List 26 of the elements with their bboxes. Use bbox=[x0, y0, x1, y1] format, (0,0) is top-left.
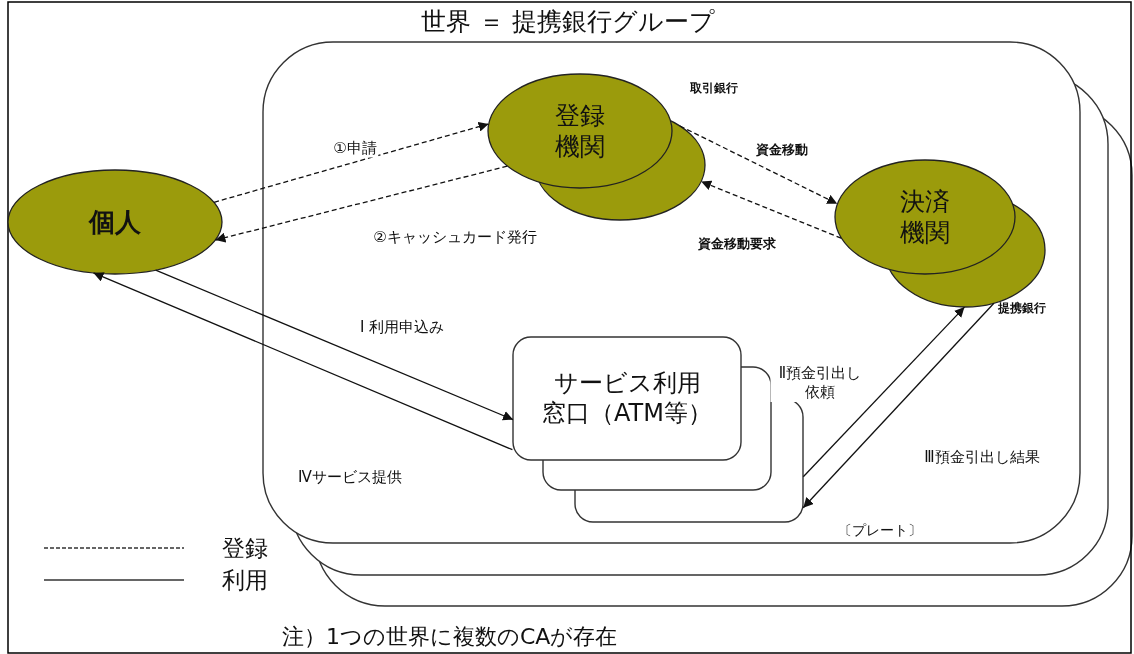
edge-label: 資金移動 bbox=[754, 141, 810, 159]
ellipse-node bbox=[7, 169, 223, 275]
edge-label: ①申請 bbox=[331, 138, 379, 158]
plate-label: 〔プレート〕 bbox=[838, 522, 922, 540]
edge-label: ②キャッシュカード発行 bbox=[371, 227, 539, 247]
dashed-arrow bbox=[700, 180, 842, 239]
node-label: サービス利用窓口（ATM等） bbox=[542, 368, 712, 428]
caption: 注）1つの世界に複数のCAが存在 bbox=[282, 623, 618, 651]
side-note: 取引銀行 bbox=[690, 80, 738, 97]
arrow bbox=[92, 272, 514, 451]
edge-label: 資金移動要求 bbox=[696, 235, 778, 253]
legend-label: 登録 bbox=[222, 534, 268, 563]
arrow bbox=[155, 269, 514, 421]
node-label: 決済機関 bbox=[899, 185, 951, 249]
node-label: 個人 bbox=[87, 205, 142, 239]
legend-label: 利用 bbox=[222, 566, 268, 595]
edge-label: Ⅳサービス提供 bbox=[296, 467, 404, 487]
dashed-arrow bbox=[679, 125, 838, 205]
dashed-arrow bbox=[213, 121, 490, 203]
side-note: 提携銀行 bbox=[998, 300, 1046, 317]
dashed-arrow bbox=[214, 165, 508, 243]
edge-label: Ⅲ預金引出し結果 bbox=[922, 447, 1042, 467]
arrow bbox=[802, 302, 995, 509]
title: 世界 ＝ 提携銀行グループ bbox=[421, 6, 715, 38]
node-label: 登録機関 bbox=[554, 99, 606, 163]
arrow bbox=[802, 306, 966, 478]
